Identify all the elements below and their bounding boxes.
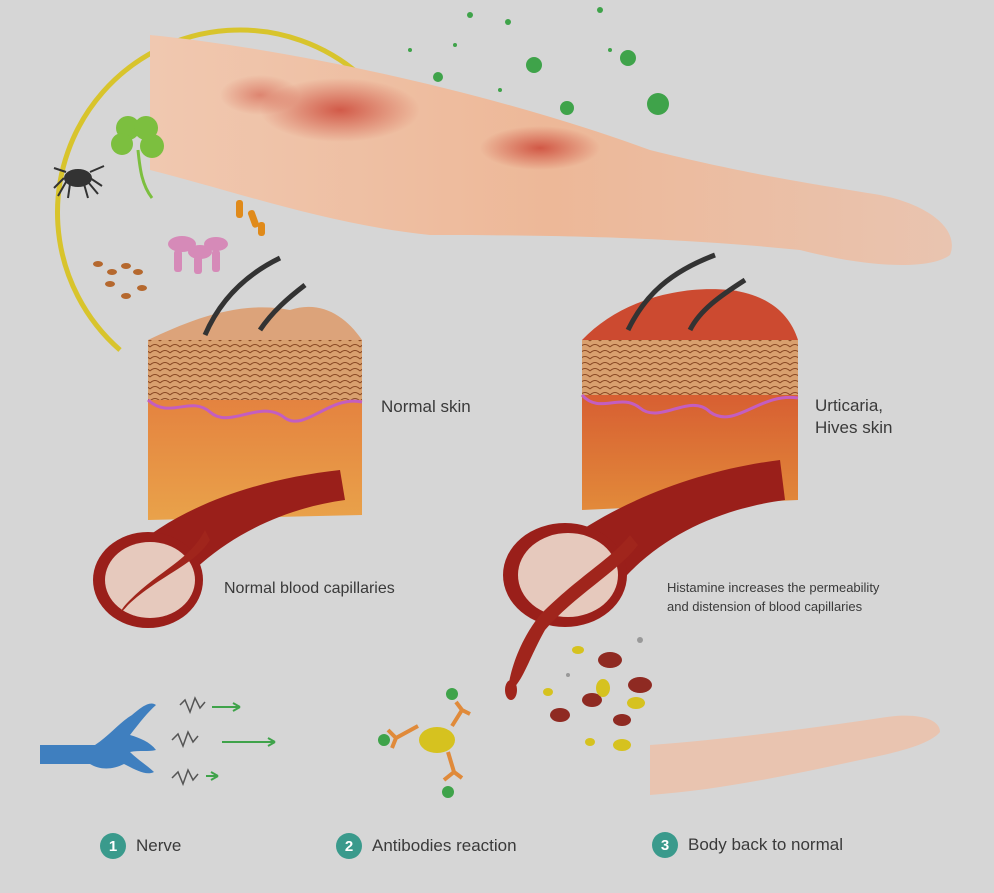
legend-number-badge: 3 <box>652 832 678 858</box>
label-histamine-line2: and distension of blood capillaries <box>667 599 863 614</box>
mushroom-icon <box>168 236 228 274</box>
legend-item-body-normal: 3 Body back to normal <box>652 832 843 858</box>
label-normal-capillaries: Normal blood capillaries <box>224 580 395 597</box>
label-urticaria-line1: Urticaria, <box>815 396 884 415</box>
legend-number-badge: 2 <box>336 833 362 859</box>
normal-capillary <box>93 470 345 628</box>
antibody-illustration <box>378 688 471 798</box>
label-urticaria-line2: Hives skin <box>815 418 893 437</box>
clover-icon <box>111 116 164 199</box>
label-histamine-line1: Histamine increases the permeability <box>667 580 880 595</box>
allergen-arc <box>55 27 362 352</box>
legend-label: Body back to normal <box>688 835 843 854</box>
legend-label: Antibodies reaction <box>372 836 517 855</box>
leaky-capillary <box>503 460 785 700</box>
legend-item-nerve: 1 Nerve <box>100 833 181 859</box>
legend-item-antibodies: 2 Antibodies reaction <box>336 833 517 859</box>
seed-icon <box>93 261 147 299</box>
legend-number-badge: 1 <box>100 833 126 859</box>
legend-label: Nerve <box>136 836 182 855</box>
arm-with-hives <box>150 35 952 266</box>
histamine-cells <box>543 637 652 751</box>
bacteria-icon <box>236 200 265 236</box>
normal-arm <box>650 715 940 795</box>
nerve-illustration <box>40 696 276 787</box>
mite-icon <box>53 165 105 199</box>
label-normal-skin: Normal skin <box>381 397 471 416</box>
virus-icon <box>408 7 669 115</box>
